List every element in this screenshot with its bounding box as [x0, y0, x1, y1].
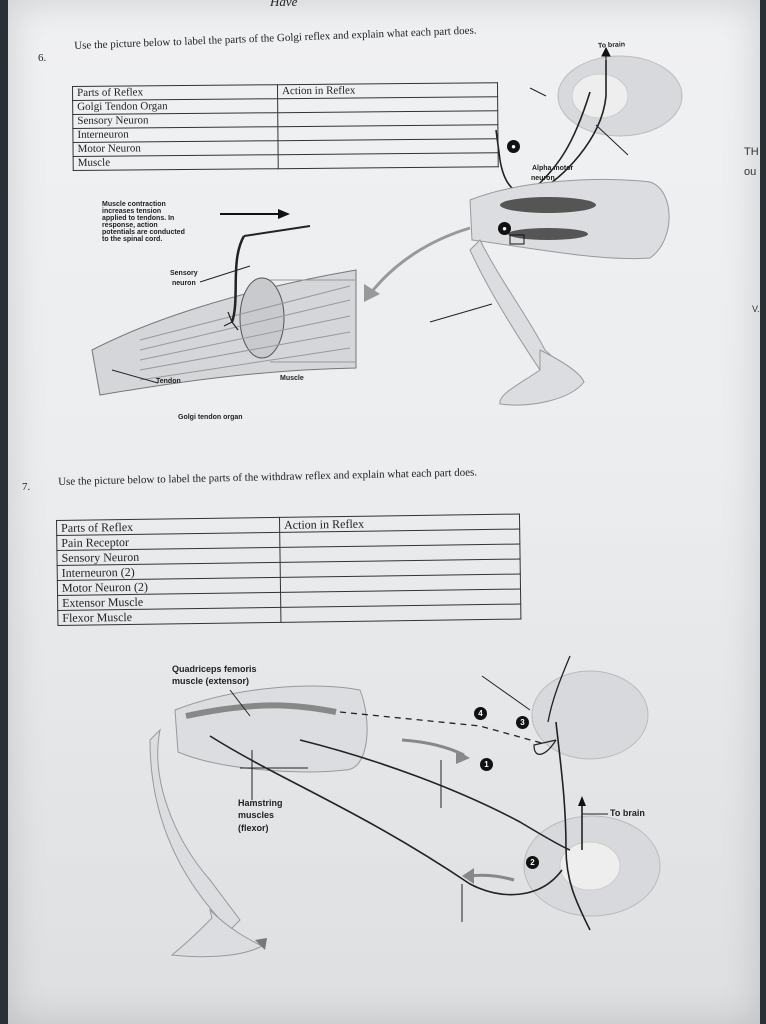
golgi-badge: ●	[498, 222, 511, 235]
margin-text: V.	[752, 304, 760, 314]
margin-text: ou	[744, 166, 757, 178]
contraction-line: potentials are conducted	[102, 229, 185, 236]
q7-table: Parts of Reflex Action in Reflex Pain Re…	[56, 514, 521, 626]
golgi-caption: Golgi tendon organ	[178, 414, 243, 421]
q7-action-cell[interactable]	[280, 604, 521, 623]
withdraw-badge-2: 2	[526, 856, 539, 869]
hamstring-flexor-label: (flexor)	[238, 823, 269, 833]
q6-number: 6.	[38, 52, 47, 64]
contraction-line: to the spinal cord.	[102, 236, 163, 243]
header-scrawl: Have	[270, 0, 298, 9]
contraction-line: applied to tendons. In	[102, 215, 175, 222]
leg-illustration	[469, 178, 670, 406]
quadriceps-sub-label: muscle (extensor)	[172, 676, 250, 686]
alpha-motor-label: Alpha motor	[532, 165, 574, 172]
to-brain-label: To brain	[597, 41, 626, 50]
contraction-line: Muscle contraction	[102, 201, 166, 208]
to-brain-label-2: To brain	[610, 808, 645, 818]
tendon-label: Tendon	[156, 378, 181, 385]
contraction-line: increases tension	[102, 208, 162, 215]
withdraw-badge-4: 4	[474, 707, 487, 720]
muscle-bundle-illustration	[91, 225, 357, 396]
golgi-badge: ●	[507, 140, 520, 153]
q7-number: 7.	[22, 481, 31, 493]
spinal-cord-top	[557, 55, 683, 137]
muscle-label: Muscle	[280, 375, 304, 382]
contraction-line: response, action	[102, 222, 158, 229]
sensory-label: Sensory	[170, 270, 198, 277]
hamstring-label: Hamstring	[238, 798, 283, 808]
quadriceps-label: Quadriceps femoris	[172, 664, 257, 674]
q7-part-cell: Flexor Muscle	[57, 607, 281, 626]
withdraw-badge-3: 3	[516, 716, 529, 729]
withdraw-badge-1: 1	[480, 758, 493, 771]
margin-text: TH	[744, 146, 759, 158]
alpha-motor-neuron-label: neuron	[531, 175, 555, 182]
hamstring-muscles-label: muscles	[238, 810, 275, 820]
contraction-text-block: Muscle contraction increases tension app…	[102, 201, 185, 243]
withdraw-reflex-figure	[149, 655, 661, 958]
sensory-neuron-label: neuron	[172, 280, 196, 287]
